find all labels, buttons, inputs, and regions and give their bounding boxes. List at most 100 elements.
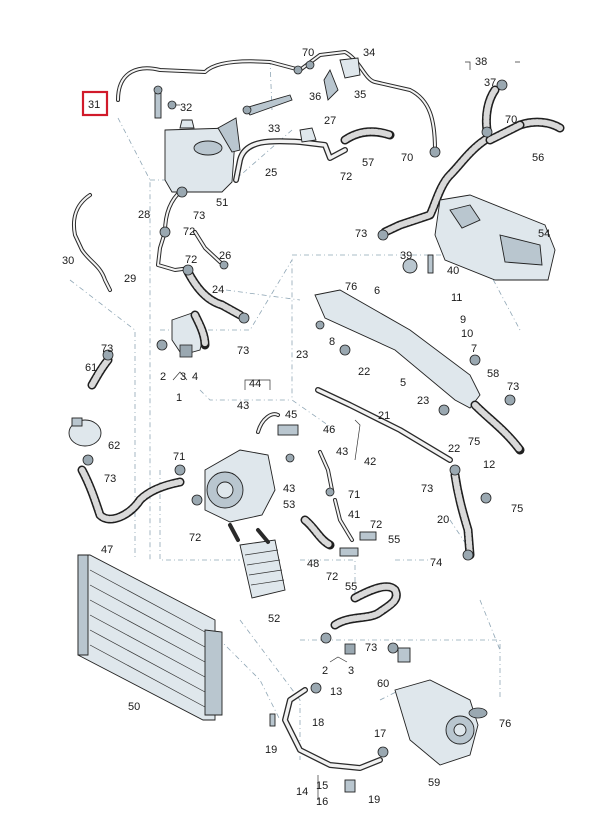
part-label[interactable]: 43 (336, 446, 348, 458)
part-label[interactable]: 19 (265, 744, 277, 756)
part-label[interactable]: 47 (101, 544, 113, 556)
part-label[interactable]: 74 (430, 557, 442, 569)
part-label[interactable]: 3 (180, 371, 186, 383)
part-label[interactable]: 54 (538, 228, 550, 240)
part-label[interactable]: 13 (330, 686, 342, 698)
part-label[interactable]: 27 (324, 115, 336, 127)
part-label[interactable]: 30 (62, 255, 74, 267)
part-label[interactable]: 36 (309, 91, 321, 103)
part-label[interactable]: 73 (507, 381, 519, 393)
part-label[interactable]: 4 (192, 371, 198, 383)
part-label[interactable]: 70 (302, 47, 314, 59)
part-label[interactable]: 25 (265, 167, 277, 179)
part-label[interactable]: 1 (176, 392, 182, 404)
part-label[interactable]: 73 (101, 343, 113, 355)
part-label[interactable]: 21 (378, 410, 390, 422)
part-label[interactable]: 55 (345, 581, 357, 593)
part-label[interactable]: 71 (173, 451, 185, 463)
part-label[interactable]: 51 (216, 197, 228, 209)
part-label[interactable]: 40 (447, 265, 459, 277)
hose-56 (377, 79, 565, 241)
part-label[interactable]: 75 (511, 503, 523, 515)
part-label[interactable]: 73 (365, 642, 377, 654)
part-label[interactable]: 18 (312, 717, 324, 729)
part-label[interactable]: 41 (348, 509, 360, 521)
hose-47 (77, 464, 186, 524)
part-label[interactable]: 70 (401, 152, 413, 164)
part-label[interactable]: 39 (400, 250, 412, 262)
oil-cooler-52 (228, 523, 286, 599)
part-label[interactable]: 48 (307, 558, 319, 570)
water-pump-59 (394, 679, 488, 766)
part-label[interactable]: 75 (468, 436, 480, 448)
part-label[interactable]: 60 (377, 678, 389, 690)
hose-55 (320, 582, 411, 663)
part-label[interactable]: 72 (183, 226, 195, 238)
part-label[interactable]: 26 (219, 250, 231, 262)
part-label[interactable]: 73 (104, 473, 116, 485)
coolant-pipe-25 (233, 127, 348, 183)
part-label[interactable]: 20 (437, 514, 449, 526)
part-label[interactable]: 55 (388, 534, 400, 546)
part-label[interactable]: 45 (285, 409, 297, 421)
part-label[interactable]: 22 (448, 443, 460, 455)
part-label[interactable]: 9 (460, 314, 466, 326)
part-label[interactable]: 53 (283, 499, 295, 511)
part-label[interactable]: 70 (505, 114, 517, 126)
part-label[interactable]: 34 (363, 47, 375, 59)
part-label[interactable]: 43 (237, 400, 249, 412)
part-label[interactable]: 15 (316, 780, 328, 792)
part-label[interactable]: 42 (364, 456, 376, 468)
part-label[interactable]: 73 (421, 483, 433, 495)
part-label[interactable]: 73 (237, 345, 249, 357)
part-label[interactable]: 62 (108, 440, 120, 452)
part-label[interactable]: 72 (370, 519, 382, 531)
part-label[interactable]: 28 (138, 209, 150, 221)
part-label[interactable]: 11 (451, 292, 462, 304)
part-label[interactable]: 2 (160, 371, 166, 383)
part-label[interactable]: 58 (487, 368, 499, 380)
part-label[interactable]: 17 (374, 728, 386, 740)
part-label[interactable]: 50 (128, 701, 140, 713)
part-label[interactable]: 23 (296, 349, 308, 361)
part-label[interactable]: 57 (362, 157, 374, 169)
part-label[interactable]: 8 (329, 336, 335, 348)
part-label[interactable]: 10 (461, 328, 473, 340)
part-label[interactable]: 24 (212, 284, 224, 296)
part-label[interactable]: 59 (428, 777, 440, 789)
part-label[interactable]: 5 (400, 377, 406, 389)
part-label[interactable]: 12 (483, 459, 495, 471)
part-label[interactable]: 37 (484, 77, 496, 89)
part-label[interactable]: 76 (499, 718, 511, 730)
part-label[interactable]: 72 (189, 532, 201, 544)
part-label[interactable]: 23 (417, 395, 429, 407)
part-label[interactable]: 31 (88, 99, 100, 111)
part-label[interactable]: 43 (283, 483, 295, 495)
part-label[interactable]: 7 (471, 343, 477, 355)
part-label[interactable]: 73 (193, 210, 205, 222)
part-label[interactable]: 61 (85, 362, 97, 374)
part-label[interactable]: 76 (345, 281, 357, 293)
part-label[interactable]: 72 (185, 254, 197, 266)
part-label[interactable]: 33 (268, 123, 280, 135)
part-label[interactable]: 56 (532, 152, 544, 164)
part-label[interactable]: 32 (180, 102, 192, 114)
part-label[interactable]: 22 (358, 366, 370, 378)
part-label[interactable]: 29 (124, 273, 136, 285)
part-label[interactable]: 6 (374, 285, 380, 297)
part-label[interactable]: 44 (249, 378, 261, 390)
part-label[interactable]: 35 (354, 89, 366, 101)
part-label[interactable]: 2 (322, 665, 328, 677)
part-label[interactable]: 16 (316, 796, 328, 808)
part-label[interactable]: 72 (326, 571, 338, 583)
part-label[interactable]: 72 (340, 171, 352, 183)
part-label[interactable]: 46 (323, 424, 335, 436)
part-label[interactable]: 14 (296, 786, 308, 798)
part-label[interactable]: 19 (368, 794, 380, 806)
part-label[interactable]: 52 (268, 613, 280, 625)
part-label[interactable]: 3 (348, 665, 354, 677)
part-label[interactable]: 73 (355, 228, 367, 240)
parts-35-36 (293, 57, 361, 101)
part-label[interactable]: 71 (348, 489, 360, 501)
part-label[interactable]: 38 (475, 56, 487, 68)
